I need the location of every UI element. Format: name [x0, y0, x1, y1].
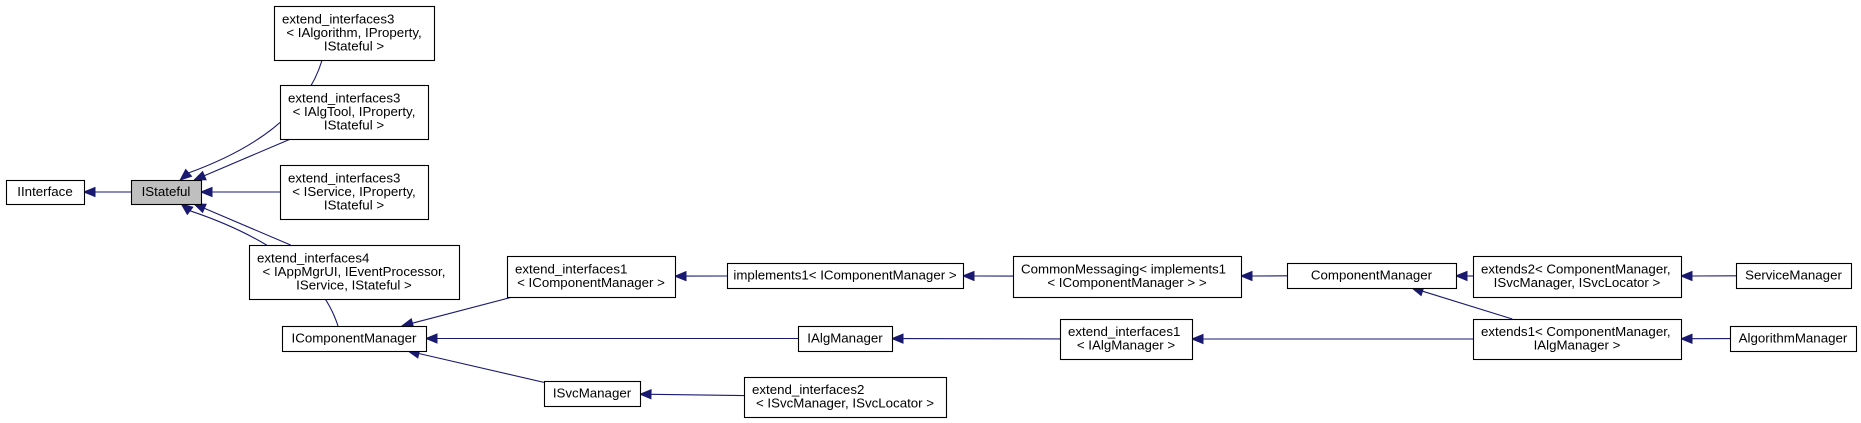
edge-ei4-app-to-istateful: [204, 207, 291, 246]
node-box: [279, 84, 430, 141]
node-cmsg[interactable]: CommonMessaging< implements1< IComponent…: [1012, 255, 1243, 299]
node-label-line: < IComponentManager >: [517, 275, 665, 290]
node-box: [543, 380, 642, 408]
node-istateful: IStateful: [130, 179, 203, 206]
node-label-line: extends1< ComponentManager,: [1481, 324, 1671, 339]
node-label-line: < IAlgTool, IProperty,: [293, 104, 416, 119]
node-label-line: extend_interfaces1: [1068, 324, 1180, 339]
node-box: [248, 244, 461, 301]
node-box: [1059, 318, 1194, 361]
node-ei4-app[interactable]: extend_interfaces4< IAppMgrUI, IEventPro…: [248, 244, 461, 301]
node-label-line: IStateful >: [324, 197, 384, 212]
node-label-line: IStateful >: [324, 38, 384, 53]
node-servicemanager[interactable]: ServiceManager: [1735, 262, 1853, 290]
node-ext1[interactable]: extends1< ComponentManager,IAlgManager >: [1472, 318, 1683, 361]
node-label-line: IAlgManager >: [1534, 338, 1621, 353]
arrowhead-istateful-to-iinterface: [82, 186, 96, 198]
node-label-line: IComponentManager: [292, 330, 417, 345]
arrowhead-ei2-sm-to-isvcmanager: [638, 389, 652, 400]
arrowhead-componentmanager-to-cmsg: [1239, 270, 1253, 282]
node-ei3-tool[interactable]: extend_interfaces3< IAlgTool, IProperty,…: [279, 84, 430, 141]
node-ext2[interactable]: extends2< ComponentManager,ISvcManager, …: [1472, 255, 1683, 299]
arrowhead-ei3-svc-to-istateful: [199, 186, 213, 198]
node-label-line: extend_interfaces3: [288, 170, 400, 185]
node-label-line: extend_interfaces4: [257, 250, 369, 265]
arrowhead-algorithmmanager-to-ext1: [1679, 333, 1693, 344]
node-componentmanager[interactable]: ComponentManager: [1286, 262, 1458, 290]
node-box: [1012, 255, 1243, 299]
arrowhead-impl1-cm-to-ei1-cm: [673, 270, 687, 282]
node-box: [797, 325, 894, 353]
edge-ei3-tool-to-istateful: [204, 138, 291, 177]
arrowhead-ei1-am-to-ialgmanager: [890, 333, 904, 344]
node-label-line: extends2< ComponentManager,: [1481, 262, 1671, 277]
node-box: [5, 179, 86, 206]
node-label-line: extend_interfaces1: [515, 262, 627, 277]
node-label-line: ISvcManager: [553, 385, 632, 400]
node-label-line: ComponentManager: [1311, 267, 1433, 282]
node-isvcmanager[interactable]: ISvcManager: [543, 380, 642, 408]
node-label-line: < IAlgorithm, IProperty,: [286, 25, 421, 40]
node-label-line: < IComponentManager > >: [1047, 275, 1207, 290]
node-ei1-am[interactable]: extend_interfaces1< IAlgManager >: [1059, 318, 1194, 361]
node-box: [506, 255, 677, 299]
node-box: [743, 376, 948, 419]
node-box: [1286, 262, 1458, 290]
node-box: [726, 262, 965, 290]
edge-ei3-alg-to-istateful: [188, 59, 323, 174]
node-label-line: implements1< IComponentManager >: [733, 267, 956, 282]
node-ei3-alg[interactable]: extend_interfaces3< IAlgorithm, IPropert…: [273, 5, 436, 62]
arrowhead-icomponentmanager-to-istateful: [180, 203, 194, 216]
node-label-line: IService, IStateful >: [296, 277, 412, 292]
node-box: [273, 5, 436, 62]
node-box: [279, 164, 430, 221]
arrowhead-ext1-to-ei1-am: [1190, 333, 1204, 345]
node-label-line: < IService, IProperty,: [292, 184, 416, 199]
node-impl1-cm[interactable]: implements1< IComponentManager >: [726, 262, 965, 290]
node-box: [1729, 325, 1858, 353]
arrowhead-ei3-tool-to-istateful: [192, 170, 207, 181]
node-box: [130, 179, 203, 206]
node-iinterface[interactable]: IInterface: [5, 179, 86, 206]
arrowhead-ei4-app-to-istateful: [192, 203, 207, 214]
node-algorithmmanager[interactable]: AlgorithmManager: [1729, 325, 1858, 353]
arrowhead-cmsg-to-impl1-cm: [961, 270, 975, 282]
edges-layer: [82, 59, 1737, 400]
node-label-line: < IAppMgrUI, IEventProcessor,: [263, 264, 446, 279]
node-label-line: CommonMessaging< implements1: [1021, 262, 1226, 277]
node-label-line: IStateful >: [324, 117, 384, 132]
node-icomponentmanager[interactable]: IComponentManager: [281, 325, 428, 353]
arrowhead-ialgmanager-to-icomponentmanager: [424, 333, 438, 344]
node-box: [1472, 255, 1683, 299]
node-label-line: extend_interfaces3: [288, 90, 400, 105]
node-label-line: < IAlgManager >: [1077, 338, 1176, 353]
arrowhead-servicemanager-to-ext2: [1679, 270, 1693, 282]
node-box: [1472, 318, 1683, 361]
node-label-line: ISvcManager, ISvcLocator >: [1494, 275, 1661, 290]
node-label-line: AlgorithmManager: [1739, 330, 1848, 345]
node-ei3-svc[interactable]: extend_interfaces3< IService, IProperty,…: [279, 164, 430, 221]
node-label-line: IAlgManager: [807, 330, 883, 345]
edge-ei2-sm-to-isvcmanager: [650, 393, 745, 397]
node-label-line: extend_interfaces2: [752, 382, 864, 397]
edge-ei1-cm-to-icomponentmanager: [412, 296, 513, 324]
arrowhead-ei3-alg-to-istateful: [179, 168, 193, 181]
edge-isvcmanager-to-icomponentmanager: [418, 352, 545, 383]
node-ialgmanager[interactable]: IAlgManager: [797, 325, 894, 353]
node-label-line: IInterface: [17, 184, 72, 199]
node-label-line: extend_interfaces3: [282, 11, 394, 26]
node-label-line: < ISvcManager, ISvcLocator >: [756, 396, 934, 411]
node-label-line: ServiceManager: [1745, 267, 1842, 282]
node-ei2-sm[interactable]: extend_interfaces2< ISvcManager, ISvcLoc…: [743, 376, 948, 419]
node-box: [281, 325, 428, 353]
node-box: [1735, 262, 1853, 290]
arrowhead-ext2-to-componentmanager: [1454, 270, 1468, 282]
node-ei1-cm[interactable]: extend_interfaces1< IComponentManager >: [506, 255, 677, 299]
edge-ext1-to-componentmanager: [1422, 290, 1513, 320]
node-label-line: IStateful: [142, 184, 191, 199]
